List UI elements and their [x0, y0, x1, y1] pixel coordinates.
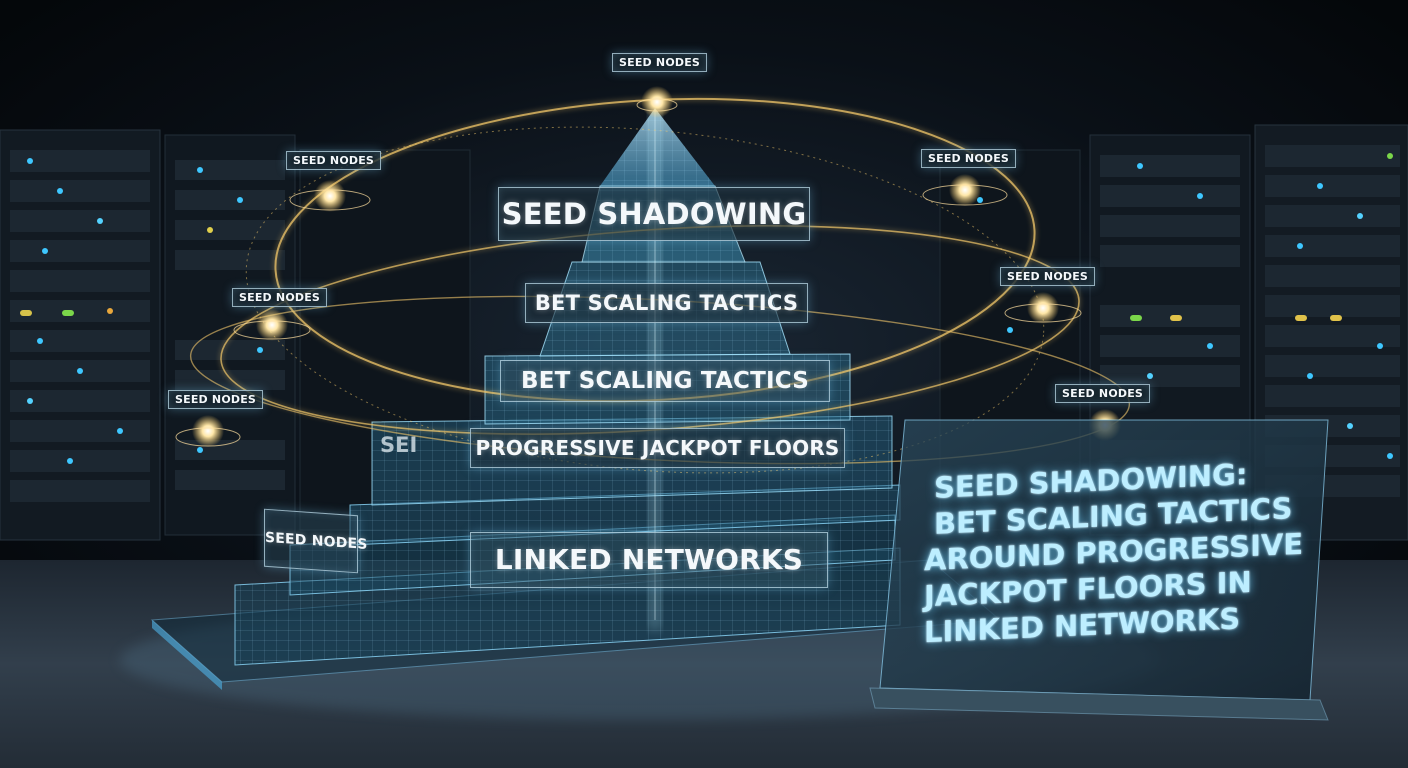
- seed-node-tag: SEED NODES: [1000, 267, 1096, 286]
- seed-node-tag: SEED NODES: [1055, 384, 1151, 403]
- glass-display-panel: [869, 419, 1329, 721]
- side-label-seed-nodes: SEED NODES: [264, 508, 368, 574]
- layer-label-progressive: PROGRESSIVE JACKPOT FLOORS: [470, 428, 845, 468]
- server-racks-left: [0, 129, 471, 541]
- glowing-node-icons: [175, 86, 1121, 447]
- layer-label-linked-networks: LINKED NETWORKS: [470, 532, 828, 588]
- seed-node-tag: SEED NODES: [921, 149, 1017, 168]
- layer-label-top: SEED SHADOWING: [498, 187, 810, 241]
- panel-caption: SEED SHADOWING: BET SCALING TACTICS AROU…: [924, 453, 1310, 650]
- seed-node-tag: SEED NODES: [286, 151, 382, 170]
- layer-label-fragment: SEI: [380, 433, 418, 457]
- layer-label-bet-scaling-1: BET SCALING TACTICS: [525, 283, 808, 323]
- seed-node-tag: SEED NODES: [612, 53, 708, 72]
- seed-node-tag: SEED NODES: [168, 390, 264, 409]
- layer-label-bet-scaling-2: BET SCALING TACTICS: [500, 360, 830, 402]
- seed-node-tag: SEED NODES: [232, 288, 328, 307]
